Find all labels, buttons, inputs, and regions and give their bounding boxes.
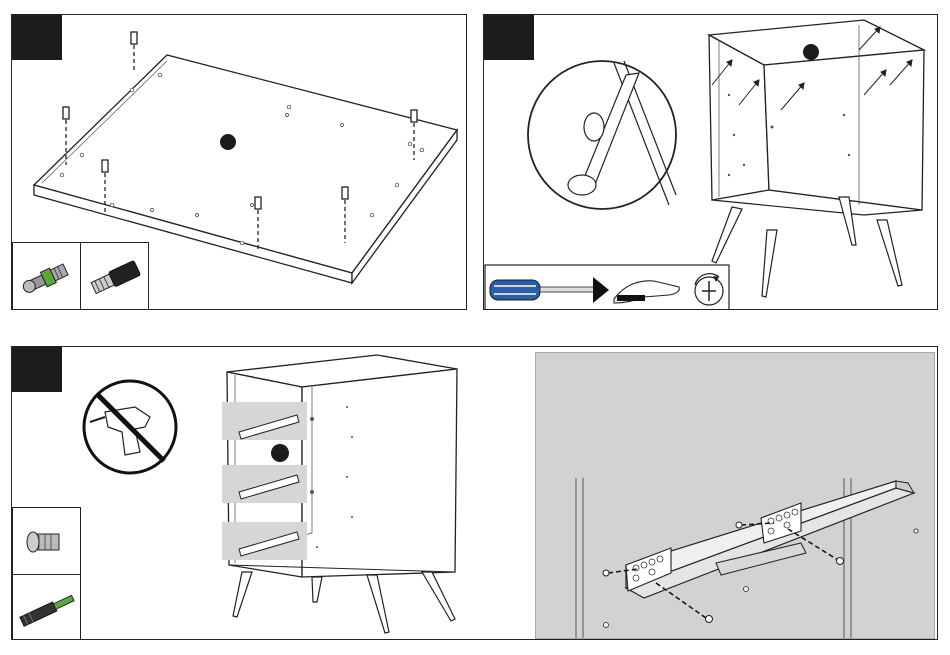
- cam-bolt-thumbnail: [12, 242, 81, 310]
- dowel-thumbnail: [80, 242, 149, 310]
- cabinet-slides-drawing: [217, 347, 477, 640]
- cam-bolt-icon: [13, 243, 82, 310]
- hand-turn-icon: [609, 269, 689, 309]
- euro-screw-icon: [13, 508, 82, 576]
- step-3-panel: [11, 346, 938, 640]
- arrow-right-icon: [591, 275, 611, 305]
- step-1-panel: [11, 14, 467, 310]
- dowel-icon: [81, 243, 150, 310]
- slide-detail-drawing: [536, 353, 934, 638]
- step-2-panel: [483, 14, 938, 310]
- screwdriver-bit-icon: [13, 575, 82, 640]
- screwdriver-icon: [488, 275, 608, 305]
- no-power-drill-icon: [80, 377, 180, 477]
- cabinet-back-drawing: [484, 15, 938, 310]
- euro-screw-thumbnail: [12, 507, 81, 575]
- step-3-badge: [12, 347, 62, 392]
- screwdriver-bit-thumbnail: [12, 574, 81, 640]
- rotate-clockwise-icon: [689, 271, 729, 310]
- slide-detail-inset: [535, 352, 935, 639]
